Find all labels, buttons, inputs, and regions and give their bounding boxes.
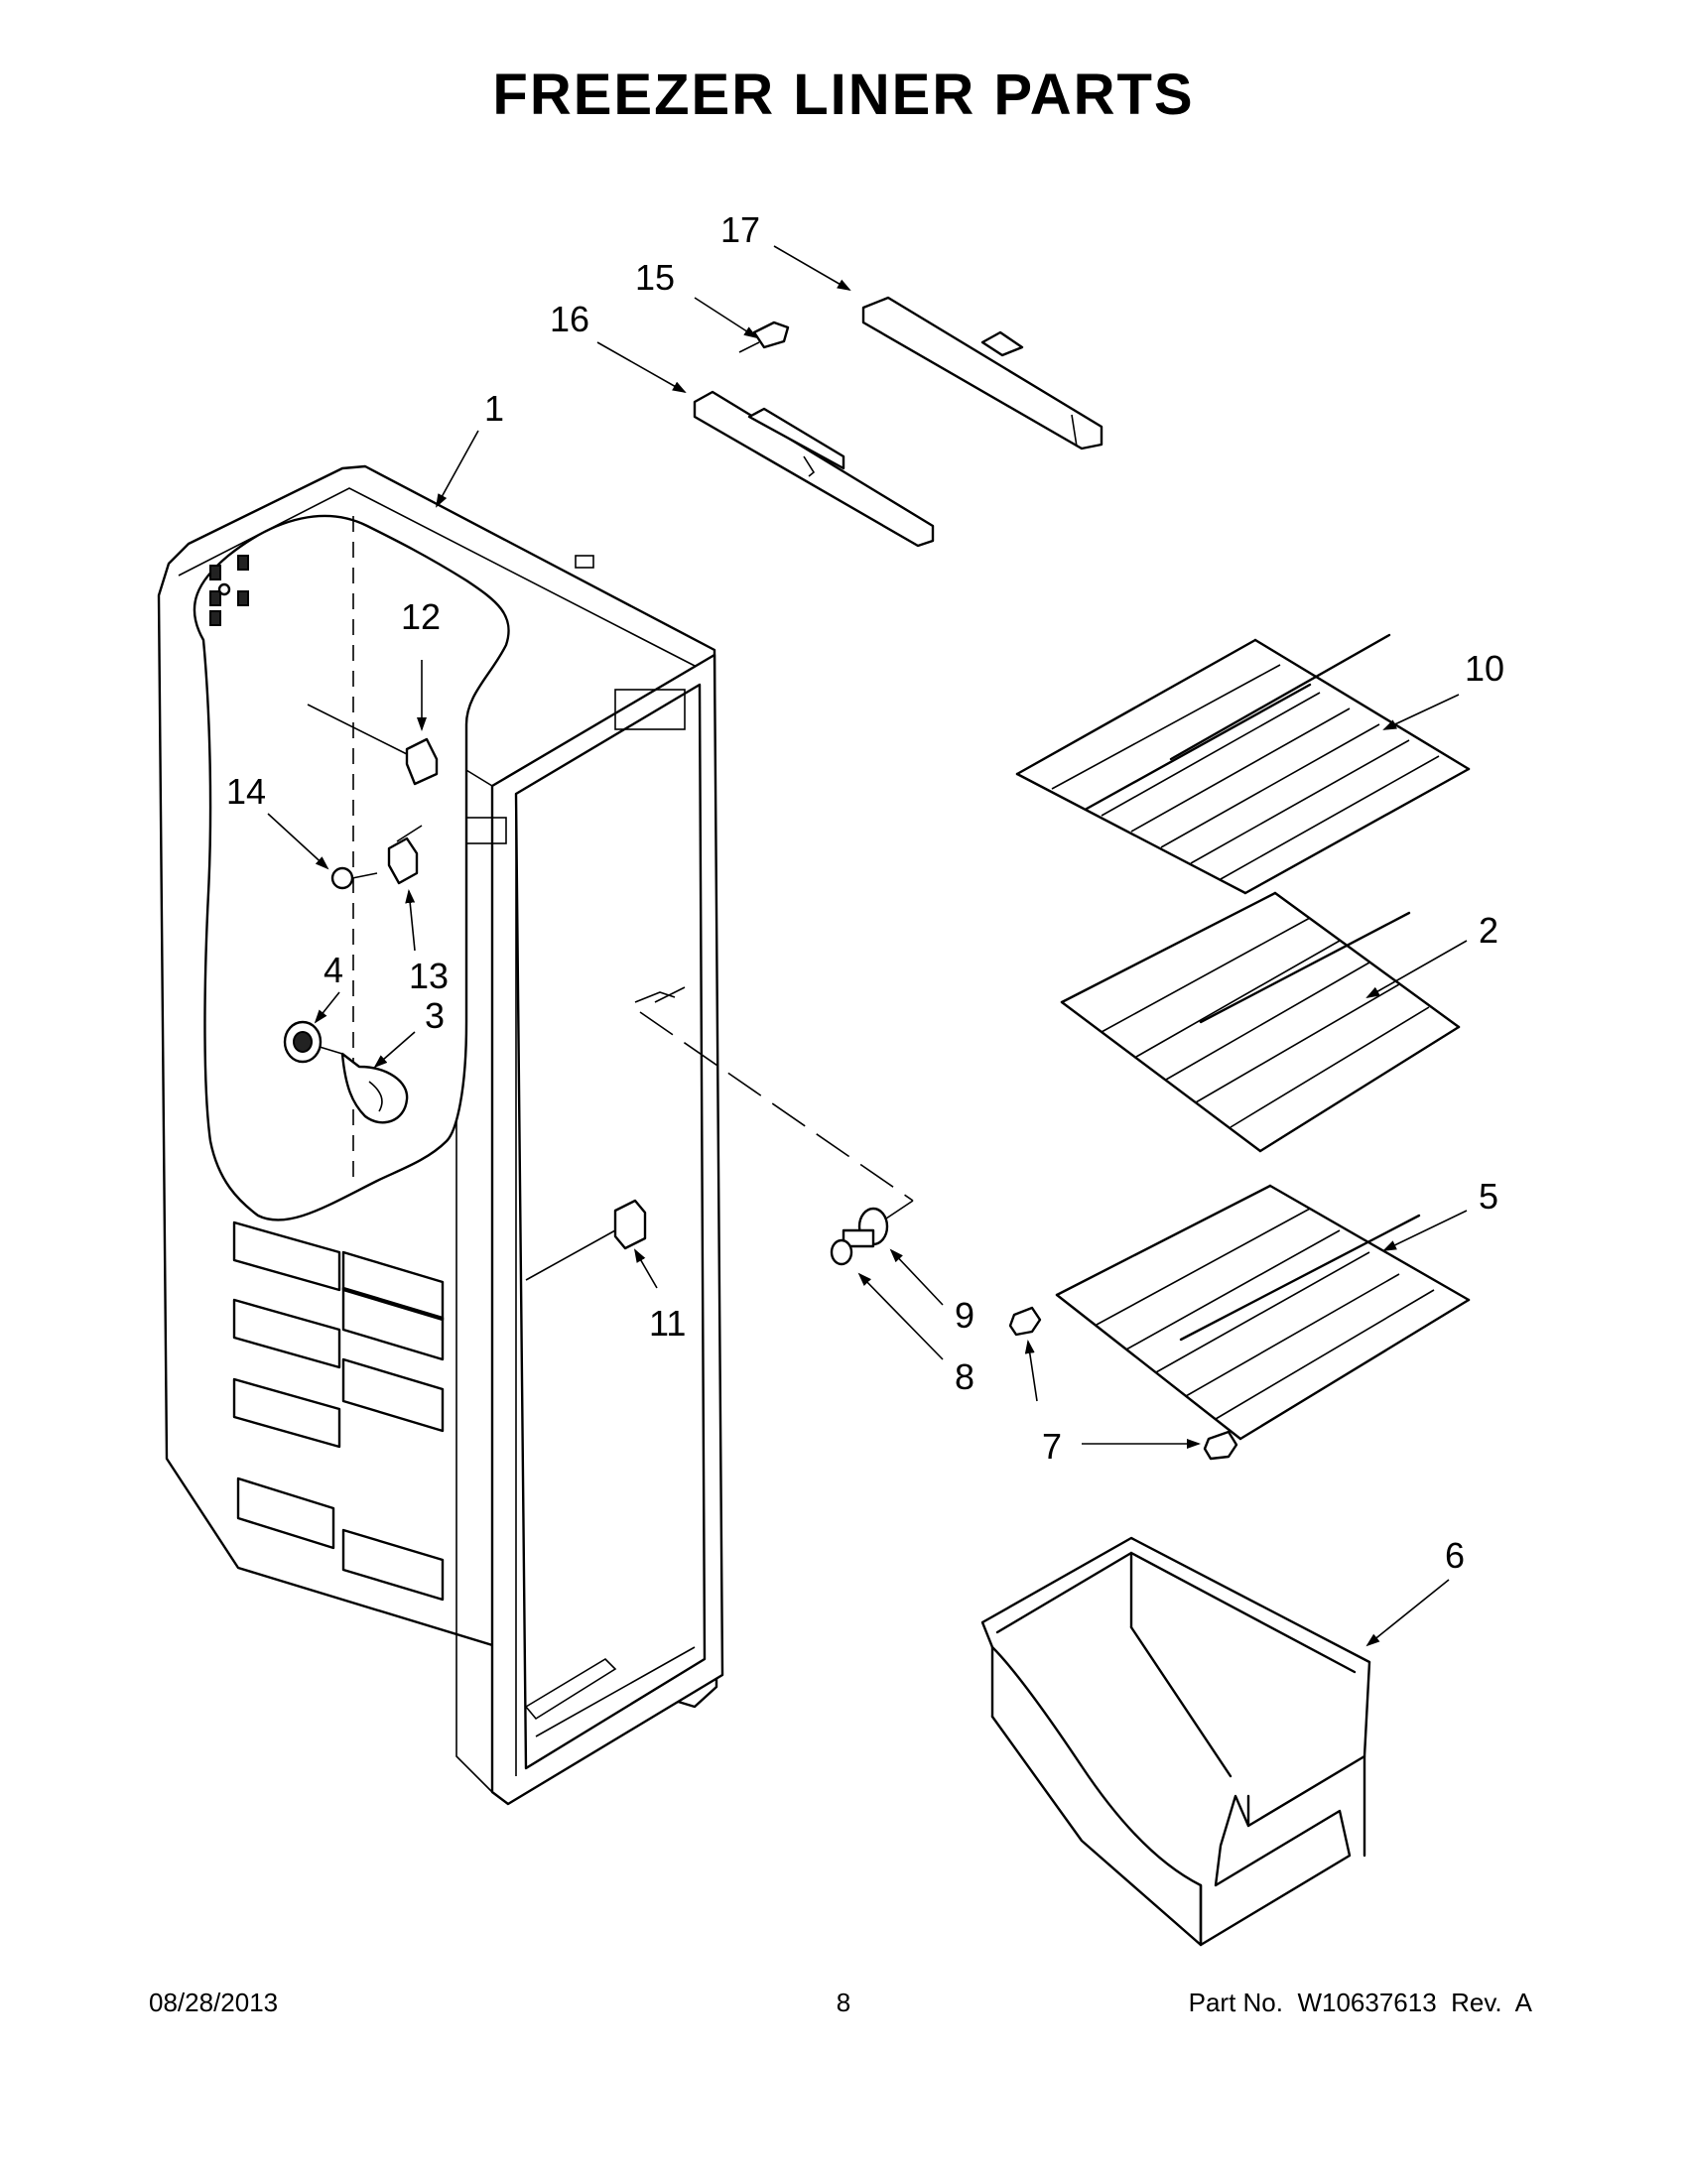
part-13-bracket <box>387 825 423 885</box>
callout-6: 6 <box>1445 1535 1465 1576</box>
arrow-14 <box>267 813 329 870</box>
callout-numbers: 1 17 15 16 12 14 13 4 3 11 9 8 7 10 2 5 … <box>226 209 1504 1576</box>
footer-part-number: Part No. W10637613 Rev. A <box>1188 1988 1532 2017</box>
callout-3: 3 <box>425 995 445 1036</box>
arrow-13 <box>405 889 416 952</box>
footer-page-number: 8 <box>836 1988 851 2017</box>
part-8-9-door-pivot <box>830 1207 889 1266</box>
arrow-16 <box>596 341 687 393</box>
footer-date: 08/28/2013 <box>149 1988 279 2017</box>
callout-12: 12 <box>401 596 441 637</box>
callout-4: 4 <box>324 950 343 990</box>
arrow-3 <box>373 1031 416 1069</box>
part-11-switch <box>525 1199 647 1281</box>
arrow-4 <box>314 991 340 1024</box>
arrow-15 <box>694 297 758 339</box>
callout-8: 8 <box>955 1356 974 1397</box>
callout-5: 5 <box>1479 1176 1498 1217</box>
callout-10: 10 <box>1465 648 1504 689</box>
part-14-screw <box>330 866 378 890</box>
part-10-wire-shelf <box>1015 633 1471 895</box>
arrow-6 <box>1365 1579 1450 1647</box>
part-4-lamp-socket <box>283 1020 343 1064</box>
part-16-shelf-rail <box>693 390 935 548</box>
freezer-liner <box>157 464 724 1806</box>
arrow-5 <box>1382 1210 1468 1251</box>
part-6-freezer-basket <box>980 1536 1371 1947</box>
arrow-11 <box>633 1248 658 1289</box>
part-7-shelf-pins <box>1008 1306 1238 1461</box>
arrow-9 <box>889 1248 944 1306</box>
callout-11: 11 <box>649 1303 686 1344</box>
arrow-17 <box>773 245 851 292</box>
callout-14: 14 <box>226 771 266 812</box>
leader-arrows <box>267 245 1468 1647</box>
callout-16: 16 <box>550 299 589 339</box>
arrow-2 <box>1365 940 1468 998</box>
callout-17: 17 <box>720 209 760 250</box>
arrow-10 <box>1382 694 1460 730</box>
part-17-shelf-rail <box>861 296 1103 450</box>
arrow-1 <box>436 430 479 508</box>
part-2-wire-shelf <box>1060 891 1461 1153</box>
callout-7: 7 <box>1042 1426 1062 1467</box>
callout-15: 15 <box>635 257 675 298</box>
page-title: FREEZER LINER PARTS <box>492 63 1195 127</box>
callout-13: 13 <box>409 956 449 996</box>
part-5-wire-shelf <box>1055 1184 1471 1441</box>
part-15-screw <box>738 321 790 353</box>
callout-2: 2 <box>1479 910 1498 951</box>
arrow-8 <box>857 1272 944 1360</box>
part-3-light-bulb <box>340 1052 409 1124</box>
arrow-7a <box>1024 1340 1038 1402</box>
part-12-clip <box>307 704 439 786</box>
callout-9: 9 <box>955 1295 974 1336</box>
callout-1: 1 <box>484 388 504 429</box>
